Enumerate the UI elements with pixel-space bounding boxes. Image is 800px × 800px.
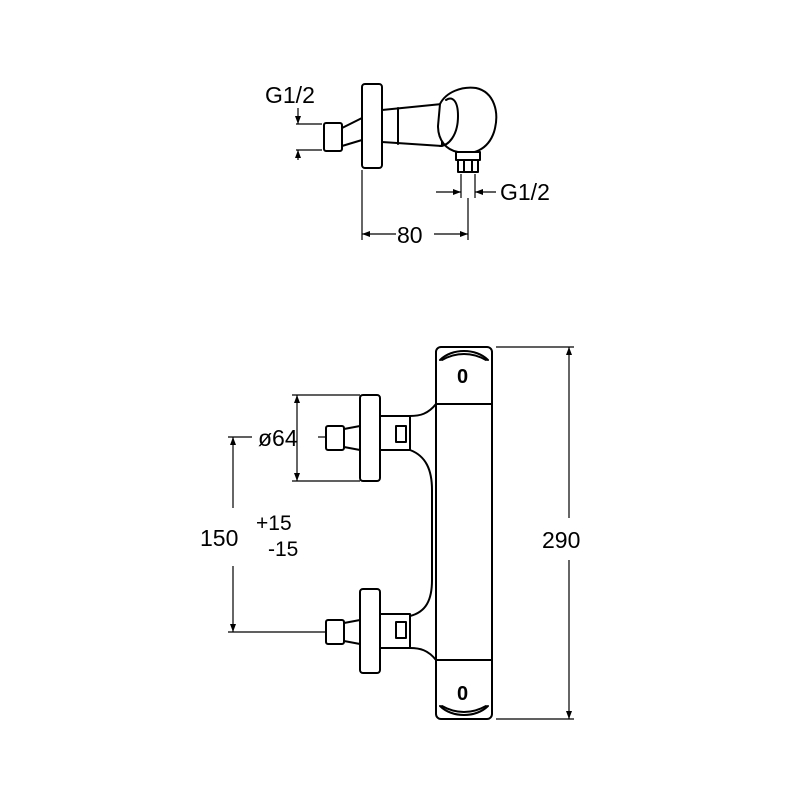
front-view-body: [435, 346, 493, 720]
side-view-outlet: [455, 151, 481, 161]
front-view: 0 0 ø64 150 +1: [200, 346, 580, 720]
bottom-cap-mark: 0: [457, 683, 468, 705]
front-view-bottom-cap: [439, 705, 489, 716]
front-view-top-cap: [439, 350, 489, 361]
side-view-inlet-nut: [323, 122, 343, 152]
front-view-lower-flange: [359, 588, 381, 674]
outlet-thread-label: G1/2: [500, 179, 550, 205]
inlet-thread-label: G1/2: [265, 82, 315, 108]
centre-distance-label: 150: [200, 525, 238, 551]
side-view: G1/2 G1/2 80: [265, 82, 550, 248]
projection-label: 80: [397, 222, 423, 248]
top-cap-mark: 0: [457, 366, 468, 388]
body-length-label: 290: [542, 527, 580, 553]
front-view-upper-nut: [325, 425, 345, 451]
front-view-lower-nut: [325, 619, 345, 645]
tolerance-plus-label: +15: [256, 512, 292, 535]
flange-diameter-label: ø64: [258, 425, 298, 451]
tolerance-minus-label: -15: [268, 538, 298, 561]
front-view-bridge: [409, 403, 437, 661]
front-view-upper-flange: [359, 394, 381, 482]
side-view-connector: [381, 103, 443, 147]
side-view-wall-flange: [361, 83, 383, 169]
side-view-inlet-pipe: [341, 117, 363, 147]
